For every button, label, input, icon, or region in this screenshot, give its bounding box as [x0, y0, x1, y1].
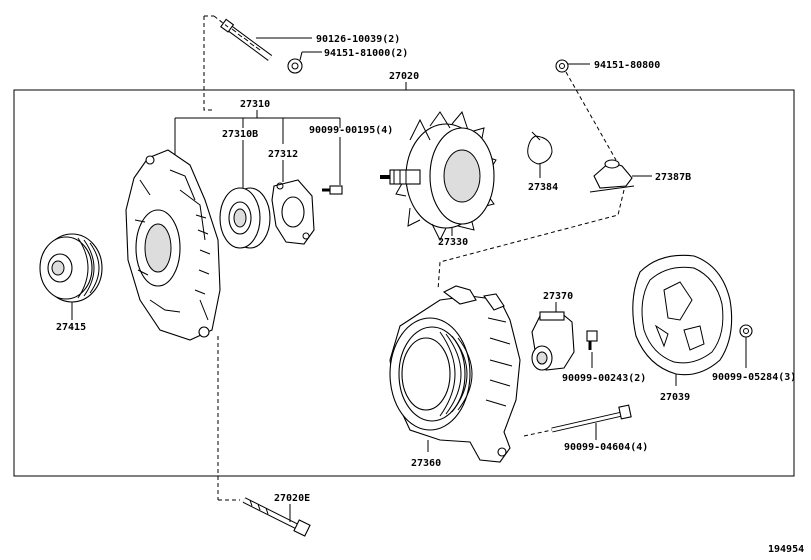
- label-27370: 27370: [543, 291, 573, 302]
- nut-94151-81000: [287, 58, 303, 74]
- label-27310: 27310: [240, 99, 270, 110]
- label-27039: 27039: [660, 392, 690, 403]
- bearing-27310b: [219, 187, 271, 249]
- label-90099-00243: 90099-00243(2): [562, 373, 646, 384]
- regulator-27370: [531, 311, 575, 371]
- label-27310b: 27310B: [222, 129, 258, 140]
- figure-id: 194954: [768, 544, 804, 555]
- dashed-guide-top: [203, 16, 214, 111]
- label-27330: 27330: [438, 237, 468, 248]
- clip-27384: [527, 131, 553, 165]
- label-27384: 27384: [528, 182, 558, 193]
- label-94151-80800: 94151-80800: [594, 60, 660, 71]
- label-27312: 27312: [268, 149, 298, 160]
- rear-cover-27039: [632, 254, 733, 376]
- assembly-frame: [13, 89, 795, 477]
- label-27387b: 27387B: [655, 172, 691, 183]
- screw-90099-00243: [586, 330, 598, 350]
- pulley-27415: [39, 233, 103, 303]
- rectifier-end-frame-27360: [389, 285, 521, 463]
- label-27415: 27415: [56, 322, 86, 333]
- nut-90099-05284: [739, 324, 753, 338]
- bolt-90126: [220, 18, 273, 61]
- label-90099-05284: 90099-05284(3): [712, 372, 796, 383]
- label-90126-10039: 90126-10039(2): [316, 34, 400, 45]
- nut-94151-80800: [555, 59, 569, 73]
- rotor-27330: [380, 110, 497, 242]
- label-94151-81000: 94151-81000(2): [324, 48, 408, 59]
- label-90099-00195: 90099-00195(4): [309, 125, 393, 136]
- label-27020e: 27020E: [274, 493, 310, 504]
- screw-90099-00195: [322, 185, 343, 195]
- drive-end-frame: [125, 149, 221, 341]
- bolt-27020e: [242, 497, 311, 537]
- retainer-plate-27312: [271, 179, 315, 245]
- insulator-27387b: [589, 159, 635, 193]
- label-27020: 27020: [389, 71, 419, 82]
- label-27360: 27360: [411, 458, 441, 469]
- label-90099-04604: 90099-04604(4): [564, 442, 648, 453]
- bolt-90099-04604: [551, 404, 632, 433]
